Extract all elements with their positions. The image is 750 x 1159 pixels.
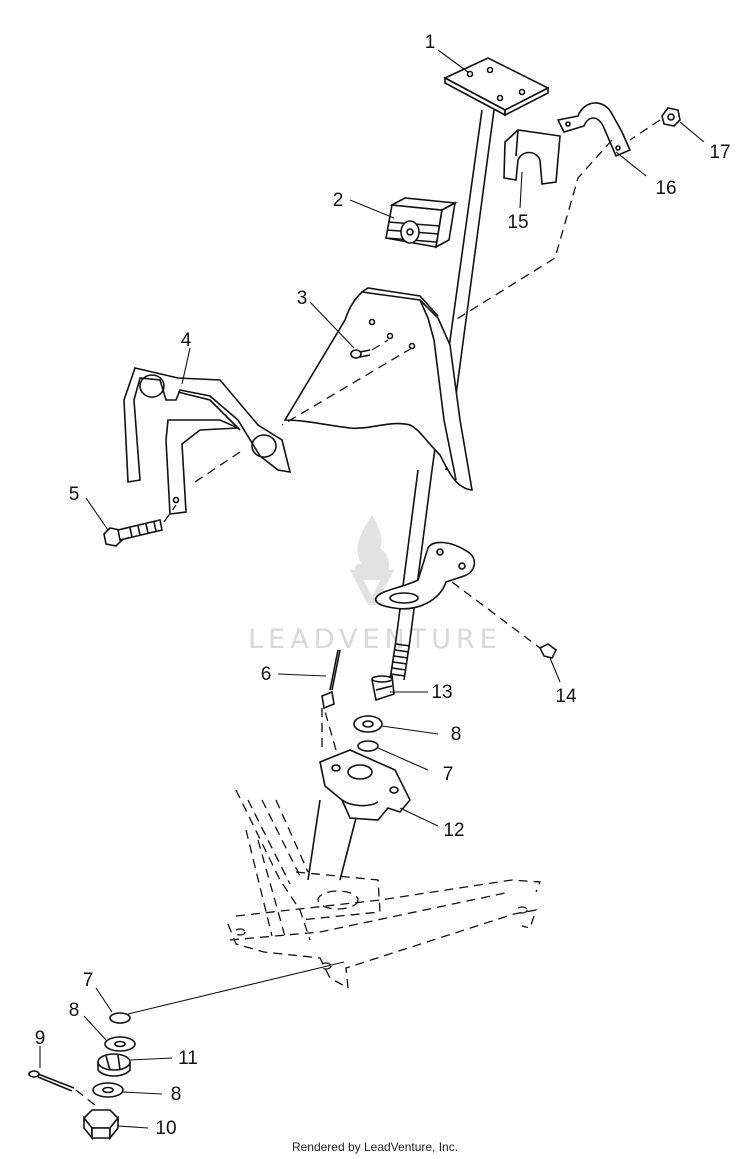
part-10-nut (82, 1109, 120, 1141)
part-3-screw (350, 339, 389, 359)
part-8-washer-lower (104, 1036, 136, 1052)
callout-3: 3 (297, 288, 308, 309)
callout-1: 1 (425, 32, 436, 53)
part-9-cotter-pin (28, 1070, 97, 1107)
part-15-bushing-half (503, 129, 561, 185)
callout-8-bottom: 8 (171, 1084, 182, 1105)
part-4-bracket (123, 367, 292, 515)
lower-steering-shaft (389, 469, 433, 681)
callout-15: 15 (507, 212, 528, 233)
callout-5: 5 (69, 484, 80, 505)
callout-8-middle: 8 (69, 1000, 80, 1021)
callout-11: 11 (178, 1048, 198, 1069)
part-7-ring-top (357, 740, 379, 752)
part-8-washer-bottom (92, 1082, 124, 1098)
callout-7-lower: 7 (83, 970, 94, 991)
part-17-nut (661, 107, 681, 127)
dash-panel-cover (281, 287, 473, 491)
steering-spindle (307, 799, 357, 881)
callout-9: 9 (35, 1028, 46, 1049)
part-13-coupler (371, 675, 395, 702)
part-16-clamp (556, 102, 632, 158)
part-8-washer-top (353, 715, 383, 733)
callout-13: 13 (431, 682, 452, 703)
callout-10: 10 (155, 1118, 176, 1139)
part-6-pin (321, 649, 341, 710)
watermark-text: LEADVENTURE (248, 624, 502, 655)
part-2-bushing (385, 197, 458, 249)
frame-dashed-outline (227, 789, 541, 990)
callout-4: 4 (181, 330, 192, 351)
callout-17: 17 (709, 142, 730, 163)
part-12-pivot-block (319, 707, 411, 821)
leader-lines (39, 49, 705, 1129)
render-credit-footer: Rendered by LeadVenture, Inc. (291, 1140, 459, 1154)
part-1-steering-shaft (431, 57, 550, 471)
shaft-threads (390, 643, 411, 677)
flame-logo-icon (350, 515, 394, 605)
part-5-bolt (103, 504, 177, 547)
part-11-castle-nut (97, 1053, 131, 1077)
leadventure-watermark: LEADVENTURE (248, 515, 502, 655)
callout-7-upper: 7 (443, 764, 454, 785)
callout-2: 2 (333, 190, 344, 211)
part-14-clip (538, 643, 558, 659)
callout-12: 12 (443, 820, 464, 841)
shaft-mount-plate (374, 541, 541, 649)
callout-16: 16 (655, 178, 676, 199)
callout-14: 14 (555, 686, 577, 707)
callout-6: 6 (261, 664, 272, 685)
callout-labels: 1 2 3 4 5 6 7 7 8 8 8 9 10 11 12 13 14 1… (35, 32, 731, 1139)
part-7-ring-bottom (109, 1012, 131, 1024)
callout-8-upper: 8 (451, 724, 462, 745)
